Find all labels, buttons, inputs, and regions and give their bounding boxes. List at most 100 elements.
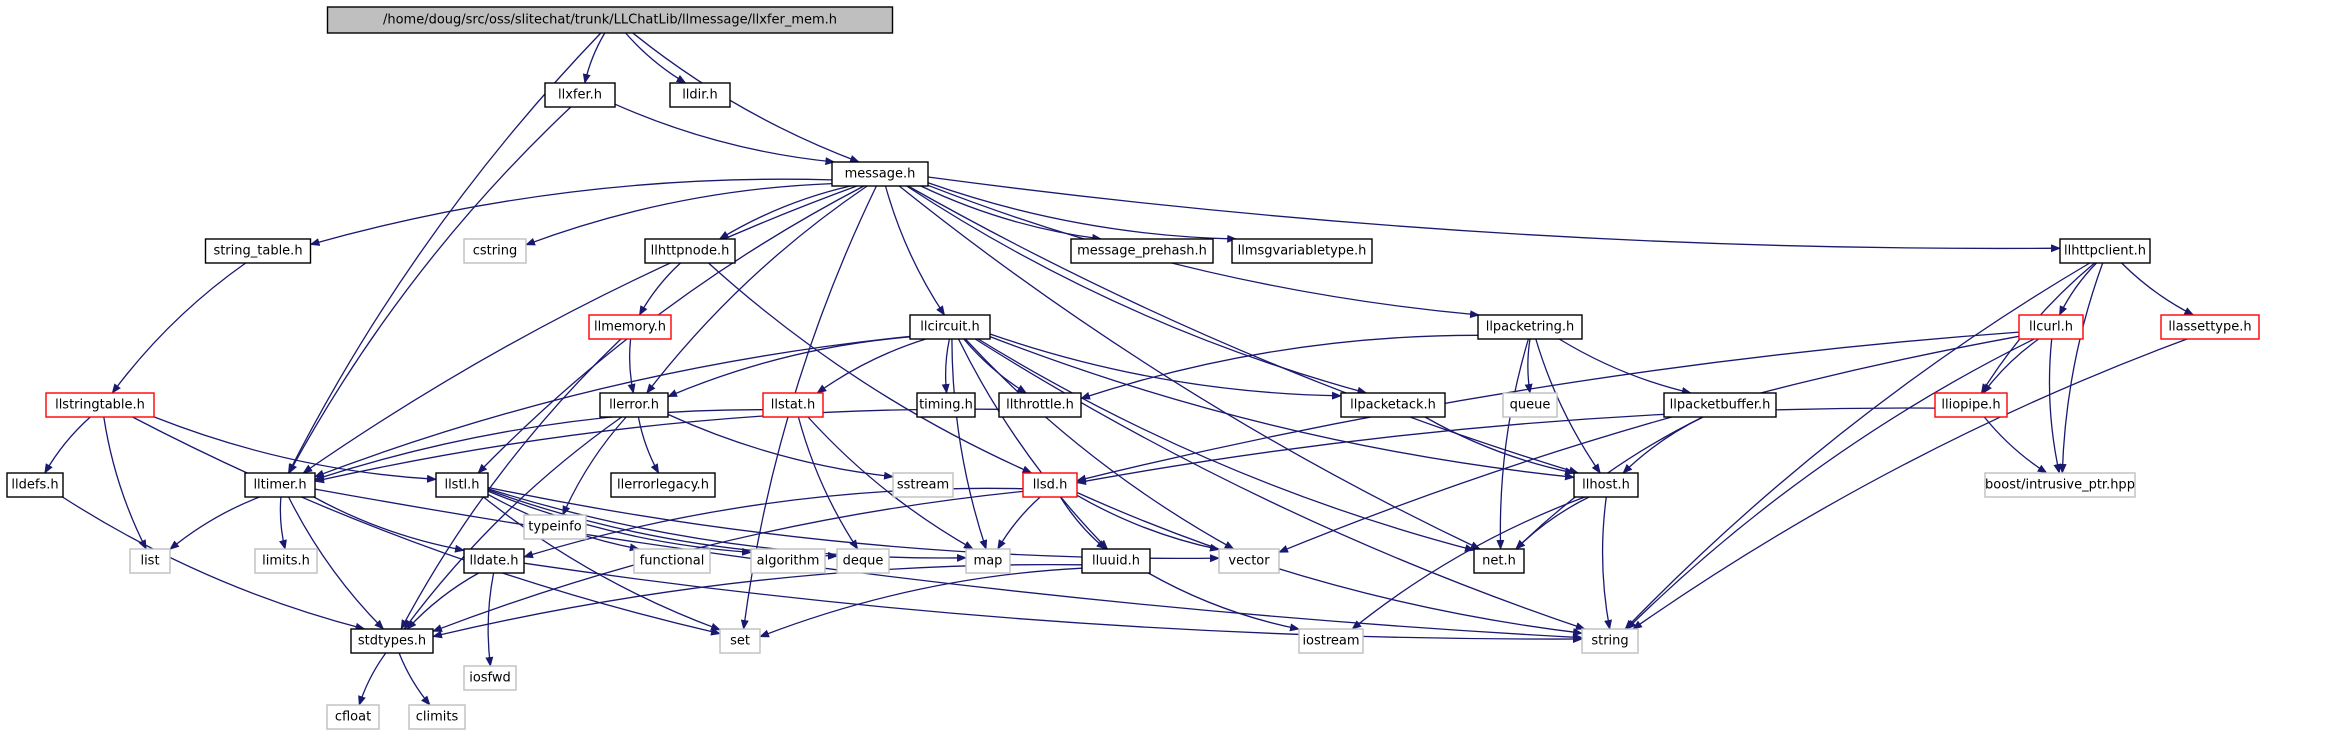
node-lldefs[interactable]: lldefs.h xyxy=(6,472,64,498)
node-lldir[interactable]: lldir.h xyxy=(669,82,731,108)
edge-llpacketring-to-llthrottle xyxy=(1080,334,1479,400)
edge-llstringtable-to-list xyxy=(103,416,147,550)
node-llpacketack[interactable]: llpacketack.h xyxy=(1340,392,1446,418)
node-label: llxfer.h xyxy=(558,88,602,103)
edge-lltimer-to-string xyxy=(314,488,1583,642)
node-box xyxy=(909,314,991,340)
node-box xyxy=(831,161,929,187)
edge-llmemory-to-llerror xyxy=(627,338,636,394)
node-box xyxy=(916,392,976,418)
node-box xyxy=(1231,238,1373,264)
node-label: llmsgvariabletype.h xyxy=(1238,244,1367,259)
node-box xyxy=(588,314,672,340)
edge-llhttpclient-to-llassettype xyxy=(2121,262,2195,316)
node-string: string xyxy=(1581,628,1639,654)
node-box xyxy=(1340,392,1446,418)
edge-llstringtable-to-llstl xyxy=(153,416,437,483)
node-lliopipe[interactable]: lliopipe.h xyxy=(1934,392,2008,418)
node-label: message.h xyxy=(845,167,916,182)
edge-llstringtable-to-set xyxy=(132,416,721,636)
node-llassettype[interactable]: llassettype.h xyxy=(2160,314,2260,340)
node-label: llhost.h xyxy=(1582,478,1630,493)
node-list: list xyxy=(129,548,171,574)
node-box xyxy=(254,548,318,574)
node-lldate[interactable]: lldate.h xyxy=(463,548,525,574)
node-climits: climits xyxy=(408,704,466,730)
node-llhost[interactable]: llhost.h xyxy=(1573,472,1639,498)
edge-llcircuit-to-llpacketack xyxy=(989,333,1342,400)
node-box xyxy=(204,238,312,264)
node-label: llassettype.h xyxy=(2168,320,2251,335)
node-label: list xyxy=(140,554,159,569)
node-llsd[interactable]: llsd.h xyxy=(1022,472,1078,498)
node-lltimer[interactable]: lltimer.h xyxy=(244,472,316,498)
edge-llerror-to-stdtypes xyxy=(403,416,623,630)
node-root[interactable]: /home/doug/src/oss/slitechat/trunk/LLCha… xyxy=(326,6,894,34)
node-llthrottle[interactable]: llthrottle.h xyxy=(998,392,1082,418)
node-message-prehash[interactable]: message_prehash.h xyxy=(1070,238,1214,264)
node-llcircuit[interactable]: llcircuit.h xyxy=(909,314,991,340)
node-box xyxy=(1473,548,1525,574)
node-llstl[interactable]: llstl.h xyxy=(435,472,489,498)
node-llstringtable[interactable]: llstringtable.h xyxy=(45,392,155,418)
node-box xyxy=(1070,238,1214,264)
edge-llpacketack-to-llhost xyxy=(1424,416,1575,476)
node-llstat[interactable]: llstat.h xyxy=(762,392,824,418)
node-box xyxy=(463,548,525,574)
edge-llcircuit-to-llhost xyxy=(989,335,1575,481)
node-llerror[interactable]: llerror.h xyxy=(599,392,669,418)
node-label: iostream xyxy=(1302,634,1359,649)
node-label: deque xyxy=(843,554,884,569)
node-set: set xyxy=(719,628,761,654)
node-label: llmemory.h xyxy=(594,320,666,335)
node-label: llcircuit.h xyxy=(920,320,980,335)
node-box xyxy=(1477,314,1583,340)
node-vector: vector xyxy=(1218,548,1280,574)
edge-lliopipe-to-llsd xyxy=(1076,407,1936,486)
edge-llerror-to-llerrorlegacy xyxy=(637,416,660,474)
node-label: lldefs.h xyxy=(11,478,58,493)
node-llmemory[interactable]: llmemory.h xyxy=(588,314,672,340)
node-llmsgvariabletype[interactable]: llmsgvariabletype.h xyxy=(1231,238,1373,264)
edge-llstl-to-map xyxy=(487,488,967,562)
node-label: lldate.h xyxy=(470,554,519,569)
node-label: lldir.h xyxy=(682,88,718,103)
edge-lltimer-to-lldate xyxy=(313,496,465,553)
node-llhttpnode[interactable]: llhttpnode.h xyxy=(644,238,736,264)
edge-llstringtable-to-lldefs xyxy=(44,416,91,474)
node-box xyxy=(762,392,824,418)
node-llcurl[interactable]: llcurl.h xyxy=(2018,314,2084,340)
edge-message-to-llpacketack xyxy=(906,185,1368,395)
node-box xyxy=(750,548,826,574)
edge-llhttpnode-to-llsd xyxy=(708,262,1033,474)
node-label: llstl.h xyxy=(444,478,479,493)
node-stdtypes[interactable]: stdtypes.h xyxy=(350,628,434,654)
node-box xyxy=(1298,628,1364,654)
node-box xyxy=(463,665,517,691)
node-box xyxy=(998,392,1082,418)
edge-lltimer-to-list xyxy=(169,496,260,550)
node-label: stdtypes.h xyxy=(358,634,426,649)
node-box xyxy=(45,392,155,418)
node-llhttpclient[interactable]: llhttpclient.h xyxy=(2059,238,2151,264)
node-llxfer[interactable]: llxfer.h xyxy=(544,82,616,108)
node-box xyxy=(6,472,64,498)
node-net[interactable]: net.h xyxy=(1473,548,1525,574)
node-timing[interactable]: timing.h xyxy=(916,392,976,418)
edge-llpacketring-to-llhost xyxy=(1535,338,1601,474)
edge-llstat-to-deque xyxy=(797,416,859,550)
node-llerrorlegacy[interactable]: llerrorlegacy.h xyxy=(610,472,716,498)
node-string-table[interactable]: string_table.h xyxy=(204,238,312,264)
node-message[interactable]: message.h xyxy=(831,161,929,187)
node-lluuid[interactable]: lluuid.h xyxy=(1081,548,1151,574)
edge-message-to-llmsgvariabletype xyxy=(927,182,1238,243)
node-llpacketring[interactable]: llpacketring.h xyxy=(1477,314,1583,340)
node-iosfwd: iosfwd xyxy=(463,665,517,691)
node-label: string xyxy=(1591,634,1628,649)
node-llpacketbuffer[interactable]: llpacketbuffer.h xyxy=(1663,392,1777,418)
edge-llpacketbuffer-to-llhost xyxy=(1622,416,1704,474)
node-label: llpacketack.h xyxy=(1350,398,1436,413)
edge-llcircuit-to-lltimer xyxy=(314,335,911,478)
node-box xyxy=(644,238,736,264)
edge-llcircuit-to-map xyxy=(951,338,988,550)
